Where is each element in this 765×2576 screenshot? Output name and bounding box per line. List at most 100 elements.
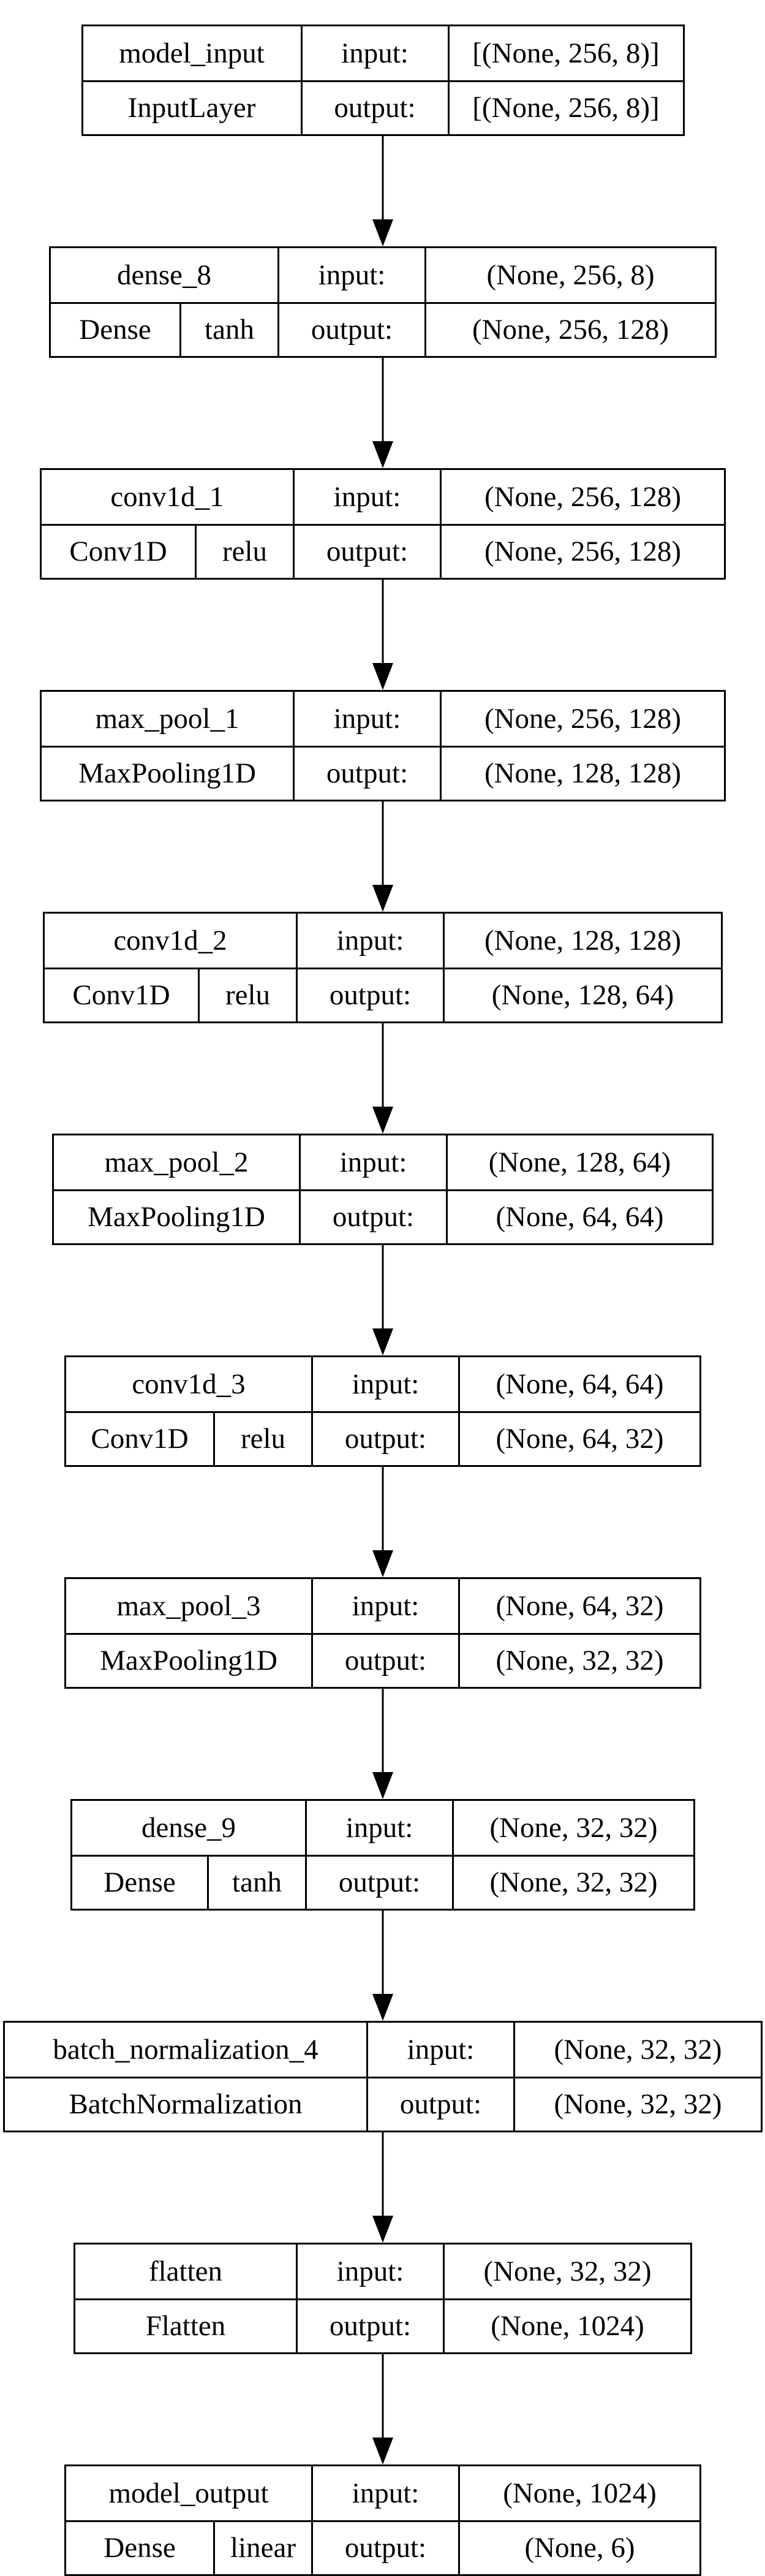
- arrowhead-icon: [372, 885, 393, 912]
- input-label: input:: [305, 1801, 452, 1855]
- arrowhead-icon: [372, 1107, 393, 1134]
- input-shape: (None, 32, 32): [443, 2245, 690, 2298]
- output-shape: (None, 64, 64): [446, 1191, 712, 1243]
- layer-type: InputLayer: [127, 92, 256, 124]
- layer-type: BatchNormalization: [69, 2088, 303, 2120]
- layer-type: Dense: [104, 1866, 176, 1898]
- output-shape: [(None, 256, 8)]: [447, 82, 683, 134]
- edge-arrow: [372, 1467, 393, 1577]
- input-label: input:: [299, 1135, 446, 1189]
- arrowhead-icon: [372, 1550, 393, 1577]
- output-label: output:: [311, 2522, 458, 2574]
- output-label: output:: [311, 1413, 458, 1465]
- output-shape: (None, 64, 32): [458, 1413, 699, 1465]
- input-shape: (None, 256, 128): [440, 470, 724, 524]
- output-shape: (None, 6): [458, 2522, 699, 2574]
- arrowhead-icon: [372, 2438, 393, 2464]
- layer-input-row: max_pool_2 input:(None, 128, 64): [54, 1135, 712, 1189]
- output-label: output:: [296, 2300, 443, 2352]
- input-label: input:: [293, 470, 440, 524]
- layer-name: flatten: [148, 2255, 223, 2287]
- edge-arrow: [372, 1245, 393, 1355]
- layer-output-row: MaxPooling1D output:(None, 32, 32): [66, 1633, 699, 1687]
- layer-activation: tanh: [179, 304, 277, 356]
- arrowhead-icon: [372, 441, 393, 468]
- input-label: input:: [293, 692, 440, 746]
- layer-type: MaxPooling1D: [100, 1645, 277, 1676]
- input-shape: (None, 64, 32): [458, 1579, 699, 1633]
- layer-type: Conv1D: [69, 536, 167, 567]
- arrowhead-icon: [372, 1328, 393, 1355]
- arrowhead-icon: [372, 1994, 393, 2021]
- output-shape: (None, 32, 32): [458, 1635, 699, 1687]
- layer-type: MaxPooling1D: [88, 1201, 265, 1233]
- output-shape: (None, 256, 128): [440, 526, 724, 578]
- output-label: output:: [296, 969, 443, 1021]
- output-shape: (None, 32, 32): [513, 2078, 761, 2131]
- input-label: input:: [296, 914, 443, 968]
- layer-activation: relu: [195, 526, 293, 578]
- layer-input-row: conv1d_3 input:(None, 64, 64): [66, 1357, 699, 1411]
- layer-input-row: max_pool_1 input:(None, 256, 128): [42, 692, 724, 746]
- layer-type: MaxPooling1D: [78, 757, 256, 789]
- layer-type: Conv1D: [72, 979, 170, 1011]
- output-shape: (None, 256, 128): [424, 304, 715, 356]
- layer-activation: relu: [213, 1413, 311, 1465]
- arrowhead-icon: [372, 663, 393, 690]
- arrowhead-icon: [372, 219, 393, 246]
- input-shape: (None, 1024): [458, 2466, 699, 2520]
- layer-name: max_pool_2: [104, 1146, 249, 1178]
- input-label: input:: [311, 1357, 458, 1411]
- layer-name: max_pool_3: [116, 1589, 261, 1622]
- arrowhead-icon: [372, 1772, 393, 1799]
- edge-arrow: [372, 2354, 393, 2464]
- layer-name: conv1d_3: [132, 1368, 246, 1400]
- layer-name: max_pool_1: [95, 702, 239, 735]
- input-shape: (None, 256, 128): [440, 692, 724, 746]
- input-label: input:: [277, 248, 424, 302]
- edge-arrow: [372, 136, 393, 246]
- output-shape: (None, 32, 32): [452, 1857, 693, 1909]
- output-shape: (None, 128, 128): [440, 748, 724, 800]
- input-shape: (None, 128, 64): [446, 1135, 712, 1189]
- input-shape: (None, 32, 32): [452, 1801, 693, 1855]
- output-label: output:: [277, 304, 424, 356]
- input-shape: (None, 256, 8): [424, 248, 715, 302]
- output-label: output:: [293, 748, 440, 800]
- layer-name: batch_normalization_4: [53, 2033, 318, 2066]
- edge-arrow: [372, 1689, 393, 1799]
- layer-name: dense_8: [116, 259, 211, 291]
- layer-output-row: MaxPooling1D output:(None, 128, 128): [42, 746, 724, 800]
- output-label: output:: [311, 1635, 458, 1687]
- layer-type: Flatten: [145, 2310, 226, 2342]
- input-label: input:: [311, 1579, 458, 1633]
- output-label: output:: [305, 1857, 452, 1909]
- layer-activation: relu: [198, 969, 296, 1021]
- input-shape: (None, 64, 64): [458, 1357, 699, 1411]
- layer-type: Dense: [104, 2532, 176, 2564]
